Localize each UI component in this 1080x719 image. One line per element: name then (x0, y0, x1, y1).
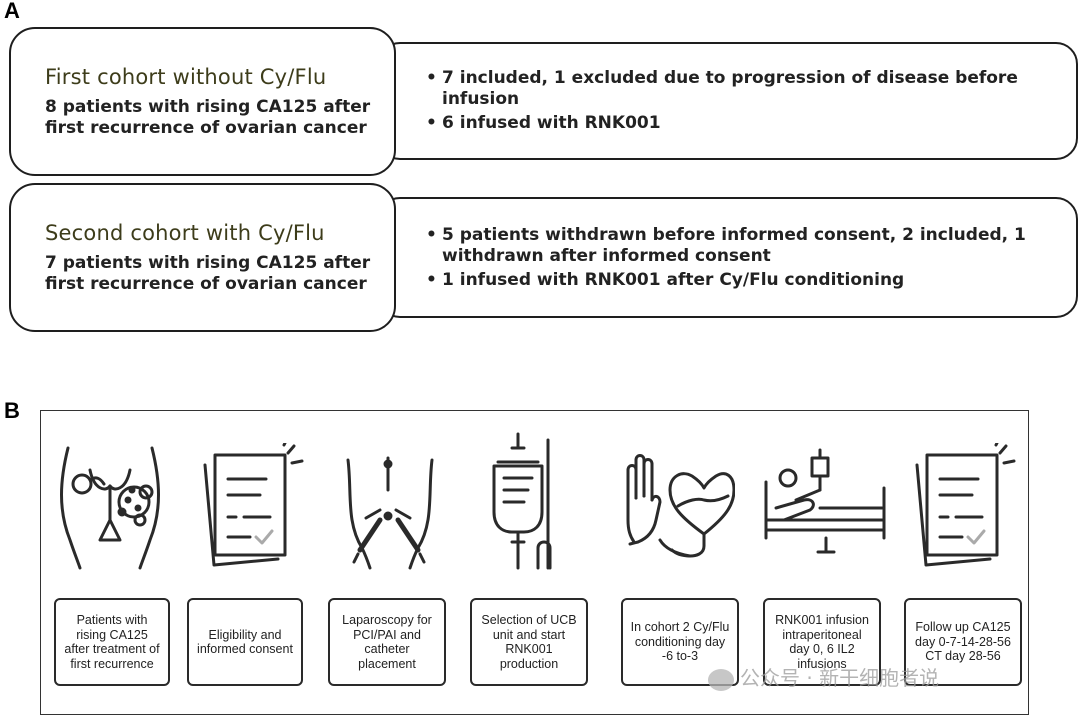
panel-a-label: A (4, 0, 20, 24)
iv-bag-icon (488, 432, 558, 572)
cohort-1-summary-box: First cohort without Cy/Flu 8 patients w… (9, 27, 396, 176)
watermark: 公众号 · 新干细胞者说 (708, 662, 939, 691)
step-4-box: Selection of UCB unit and start RNK001 p… (470, 598, 588, 686)
watermark-text: 公众号 · 新干细胞者说 (740, 666, 939, 690)
step-1-box: Patients with rising CA125 after treatme… (54, 598, 170, 686)
cohort-2-summary-box: Second cohort with Cy/Flu 7 patients wit… (9, 183, 396, 332)
cohort-2-subtitle-line-1: 7 patients with rising CA125 after (45, 253, 394, 274)
cohort-2-title: Second cohort with Cy/Flu (45, 221, 394, 245)
cohort-2-bullet: 1 infused with RNK001 after Cy/Flu condi… (426, 270, 1036, 291)
step-3-box: Laparoscopy for PCI/PAI and catheter pla… (328, 598, 446, 686)
cohort-1-subtitle-line-1: 8 patients with rising CA125 after (45, 97, 394, 118)
hand-heart-icon (620, 450, 735, 568)
ovary-tumor-icon (50, 440, 170, 570)
cohort-2-subtitle-line-2: first recurrence of ovarian cancer (45, 274, 394, 295)
cohort-1-subtitle-line-2: first recurrence of ovarian cancer (45, 118, 394, 139)
cohort-2-bullet: 5 patients withdrawn before informed con… (426, 225, 1036, 267)
panel-b-label: B (4, 398, 20, 424)
cohort-2-bullets: 5 patients withdrawn before informed con… (426, 225, 1036, 294)
hospital-bed-icon (760, 448, 890, 564)
cohort-1-bullet: 6 infused with RNK001 (426, 113, 1026, 134)
cohort-1-bullets: 7 included, 1 excluded due to progressio… (426, 68, 1026, 137)
wechat-logo-icon (708, 669, 734, 691)
laparoscopy-icon (340, 452, 440, 570)
document-checklist-icon (912, 443, 1017, 573)
step-2-box: Eligibility and informed consent (187, 598, 303, 686)
cohort-1-title: First cohort without Cy/Flu (45, 65, 394, 89)
cohort-1-bullet: 7 included, 1 excluded due to progressio… (426, 68, 1026, 110)
document-checklist-icon (200, 443, 305, 573)
